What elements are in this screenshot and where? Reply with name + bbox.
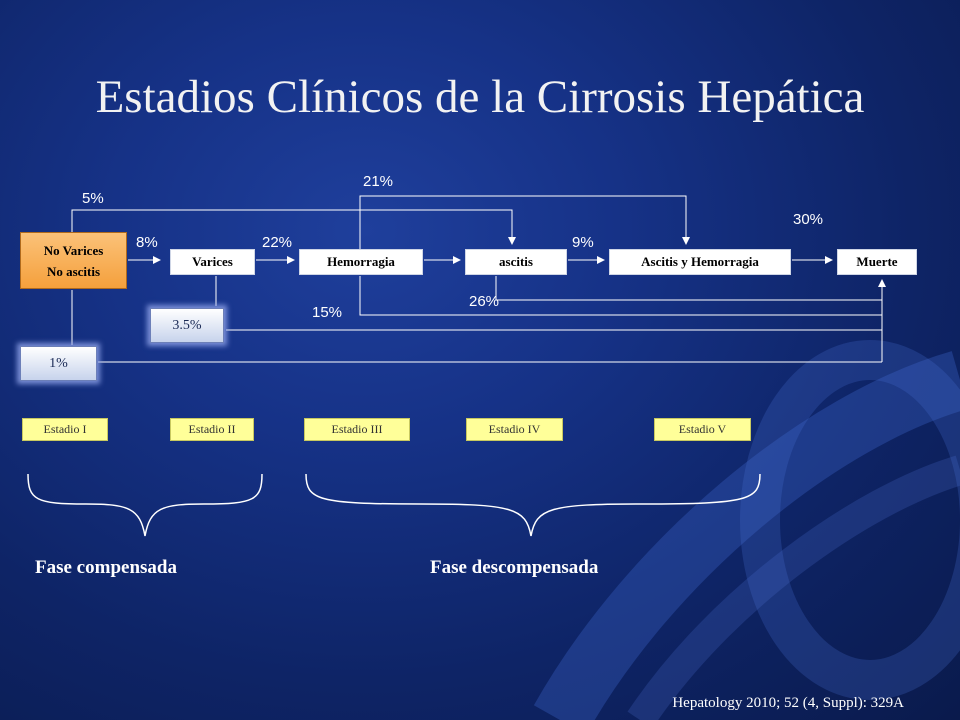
phase-descompensada: Fase descompensada	[430, 557, 599, 578]
brace-compensada	[27, 473, 263, 537]
stage-3: Estadio III	[304, 418, 410, 441]
node-ascitis: ascitis	[465, 249, 567, 275]
death-rate-1-box: 1%	[20, 346, 97, 381]
node-no-varices: No Varices No ascitis	[20, 232, 127, 289]
pct-15: 15%	[312, 304, 343, 321]
node-varices: Varices	[170, 249, 255, 275]
node-no-varices-line1: No Varices	[43, 242, 104, 258]
stage-2: Estadio II	[170, 418, 254, 441]
arrow-21pct	[359, 195, 690, 250]
pct-22: 22%	[262, 234, 293, 251]
arrow-5pct	[71, 209, 516, 245]
death-rate-3-5-box: 3.5%	[150, 308, 224, 343]
stage-1: Estadio I	[22, 418, 108, 441]
pct-9: 9%	[572, 234, 594, 251]
phase-compensada: Fase compensada	[35, 557, 177, 578]
pct-30: 30%	[793, 211, 824, 228]
node-ascitis-hemorragia: Ascitis y Hemorragia	[609, 249, 791, 275]
node-hemorragia: Hemorragia	[299, 249, 423, 275]
reference-citation: Hepatology 2010; 52 (4, Suppl): 329A	[672, 695, 904, 711]
pct-5: 5%	[82, 190, 104, 207]
node-muerte: Muerte	[837, 249, 917, 275]
node-no-varices-line2: No ascitis	[46, 263, 101, 279]
pct-21: 21%	[363, 173, 394, 190]
pct-26: 26%	[469, 293, 500, 310]
stage-5: Estadio V	[654, 418, 751, 441]
stage-4: Estadio IV	[466, 418, 563, 441]
pct-8: 8%	[136, 234, 158, 251]
brace-descompensada	[305, 473, 761, 537]
page-title: Estadios Clínicos de la Cirrosis Hepátic…	[95, 71, 865, 123]
